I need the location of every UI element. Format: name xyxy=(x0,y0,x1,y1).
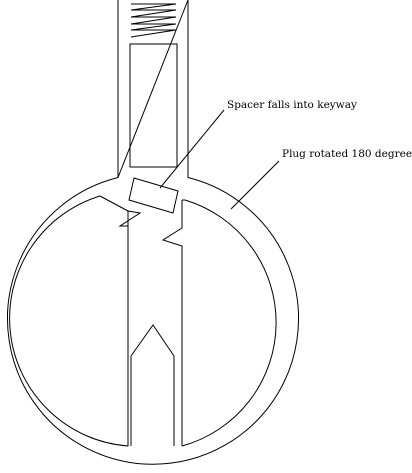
spacer-block xyxy=(128,177,179,214)
spacer-annotation: Spacer falls into keyway xyxy=(227,99,357,111)
pin-chamber xyxy=(129,43,178,168)
key-pin xyxy=(130,324,175,446)
spacer-leader-line xyxy=(159,109,225,189)
plug-leader-line xyxy=(230,160,280,210)
housing-outline xyxy=(7,0,299,465)
spring xyxy=(130,3,177,38)
plug-outline xyxy=(9,195,277,447)
keyway-left-wall xyxy=(99,195,129,212)
plug-annotation: Plug rotated 180 degrees xyxy=(282,148,412,160)
